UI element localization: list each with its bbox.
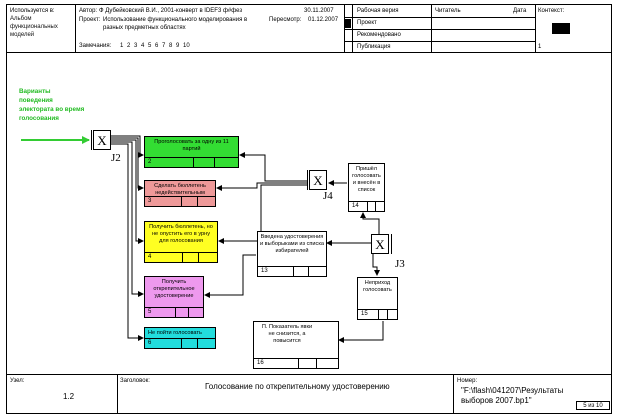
header-block: Используется в: Альбом функциональных мо… [7,5,611,53]
uow-box-6[interactable]: Не пойти голосовать 6 [144,327,216,349]
junction-j4-label: J4 [323,190,333,202]
used-at-value: Альбом функциональных моделей [10,16,58,38]
uow-box-6-text: Не пойти голосовать [148,330,202,336]
author-label: Автор: [79,8,98,14]
uow-box-16[interactable]: П. Показатель явки не снизится, а повыси… [253,321,339,369]
connector-lines [21,135,384,343]
uow-box-2-text: Проголосовать за одну из 11 партий [154,139,229,152]
junction-j4-symbol: X [313,173,323,188]
junction-j3-symbol: X [375,237,385,252]
uow-box-15-number: 15 [361,311,368,317]
notes-numbers: 1 2 3 4 5 6 7 8 9 10 [120,43,190,49]
footer-block: Узел: 1.2 Заголовок: Голосование по откр… [7,374,611,413]
uow-box-3-number: 3 [148,198,152,204]
header-divider [431,5,432,52]
uow-box-15-text: Неприход голосовать [363,280,392,293]
used-at-label: Используется в: [10,8,55,14]
junction-j2[interactable]: X [93,130,111,150]
uow-box-6-number: 6 [148,340,152,346]
uow-box-5-text: Получить открепительное удостоверение [153,279,195,299]
junction-j3-bar [391,234,392,254]
junction-j2-symbol: X [97,133,107,148]
uow-box-5[interactable]: Получить открепительное удостоверение 5 [144,276,204,318]
diagram-frame: Используется в: Альбом функциональных мо… [6,4,612,414]
junction-j2-bar [91,130,92,150]
junction-j3-label: J3 [395,258,405,270]
junction-j3[interactable]: X [371,234,389,254]
status-working: Рабочая верия [357,8,399,14]
status-recommended: Рекомендовано [357,32,401,38]
uow-box-15[interactable]: Неприход голосовать 15 [357,277,398,320]
uow-box-4[interactable]: Получить бюллетень, но не опустить его в… [144,221,218,263]
author-value: Ф Дубейковский В.И., 2001-конверт в IDEF… [99,8,243,14]
uow-box-13-number: 13 [261,268,268,274]
revision-value: 01.12.2007 [308,17,339,23]
number-value: "F:\flash\041207\Результаты выборов 2007… [461,386,564,405]
status-project: Проект [357,20,377,26]
title-label: Заголовок: [120,378,150,384]
page-indicator: 5 из 10 [576,401,610,410]
node-value: 1.2 [63,392,75,401]
project-label: Проект: [79,17,101,23]
uow-box-5-number: 5 [148,309,152,315]
revision-label: Пересмотр: [269,17,302,23]
uow-box-14[interactable]: Пришёл голосовать и внесён в список 14 [348,163,385,212]
context-indicator [552,23,570,34]
project-value: Использование функционального моделирова… [103,17,248,31]
junction-j2-label: J2 [111,152,121,164]
uow-box-4-text: Получить бюллетень, но не опустить его в… [149,224,213,244]
uow-box-14-text: Пришёл голосовать и внесён в список [352,166,381,193]
context-label: Контекст: [538,8,565,14]
uow-box-3[interactable]: Сделать бюллетень недействительным 3 [144,180,216,207]
status-publication: Публикация [357,44,391,50]
number-label: Номер: [457,378,478,384]
diagram-title: Голосование по открепительному удостовер… [205,382,390,391]
uow-box-13-text: Введена удостоверения и выборыками из сп… [260,234,324,254]
input-label: Варианты поведения электората во время г… [19,88,85,122]
node-label: Узел: [10,378,25,384]
header-divider [75,5,76,52]
date-value: 30.11.2007 [304,8,334,14]
uow-box-3-text: Сделать бюллетень недействительным [154,183,206,196]
uow-box-4-number: 4 [148,254,152,260]
uow-box-16-text: П. Показатель явки не снизится, а повыси… [261,324,313,344]
uow-box-13[interactable]: Введена удостоверения и выборыками из сп… [257,231,327,277]
notes-label: Замечания: [79,43,112,49]
date-label: Дата [513,8,527,14]
reader-label: Читатель [435,8,461,14]
uow-box-14-number: 14 [352,203,359,209]
uow-box-16-number: 16 [257,360,264,366]
header-divider [535,5,536,52]
uow-box-2-number: 2 [148,159,152,165]
context-number: 1 [538,44,542,50]
junction-j4-bar [307,170,308,190]
status-column: Рабочая верия Проект Рекомендовано Публи… [344,5,431,52]
junction-j4[interactable]: X [309,170,327,190]
status-checkbox-project[interactable] [345,19,351,28]
header-divider [344,5,345,52]
reader-column: Читатель Дата [431,5,535,52]
uow-box-2[interactable]: Проголосовать за одну из 11 партий 2 [144,136,239,168]
